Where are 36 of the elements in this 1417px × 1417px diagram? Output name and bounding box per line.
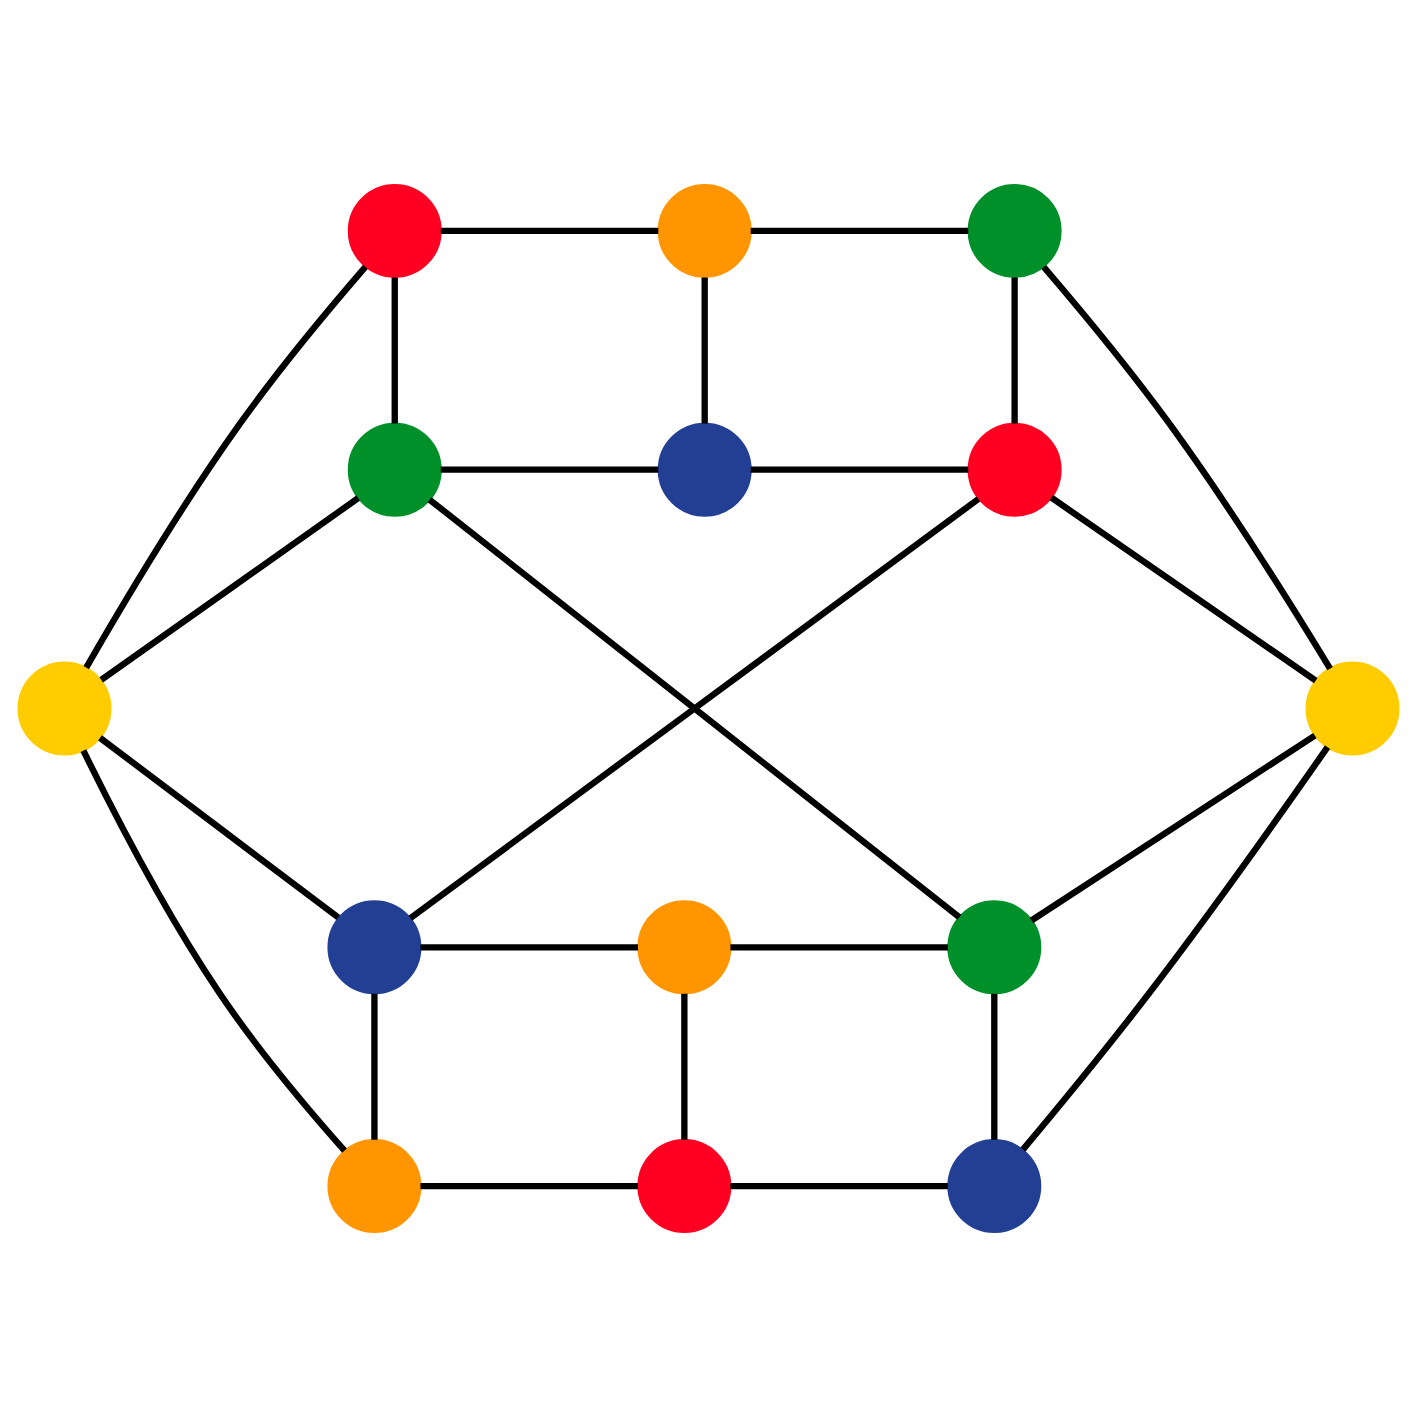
connector <box>701 277 708 424</box>
node-circle <box>327 900 422 995</box>
connector <box>99 495 360 683</box>
connector <box>681 993 688 1140</box>
connector <box>80 749 347 1153</box>
connector <box>991 993 998 1140</box>
node-circle <box>327 1139 422 1234</box>
node-circle <box>967 183 1062 278</box>
node-circle <box>17 661 112 756</box>
connector <box>420 944 638 951</box>
node-circle <box>947 1139 1042 1234</box>
node-circle <box>657 183 752 278</box>
connector <box>730 944 948 951</box>
node-circle <box>637 900 732 995</box>
node-circle <box>347 422 442 517</box>
node-circle <box>637 1139 732 1234</box>
connector <box>391 277 398 424</box>
node-circle <box>657 422 752 517</box>
node-circle <box>947 900 1042 995</box>
connector <box>420 1182 638 1190</box>
connector <box>750 466 969 473</box>
connector <box>83 264 368 670</box>
connector <box>1020 745 1331 1152</box>
connector <box>1049 495 1318 684</box>
connector <box>371 993 378 1140</box>
node-circle <box>347 183 442 278</box>
connector <box>440 227 659 235</box>
connector <box>750 227 969 235</box>
connector <box>1029 732 1317 924</box>
node-circle <box>1305 661 1400 756</box>
connector <box>440 466 659 473</box>
connector <box>98 735 341 921</box>
connector <box>1041 264 1333 671</box>
node-circle <box>967 422 1062 517</box>
connector <box>1011 277 1018 424</box>
connector <box>730 1182 948 1190</box>
